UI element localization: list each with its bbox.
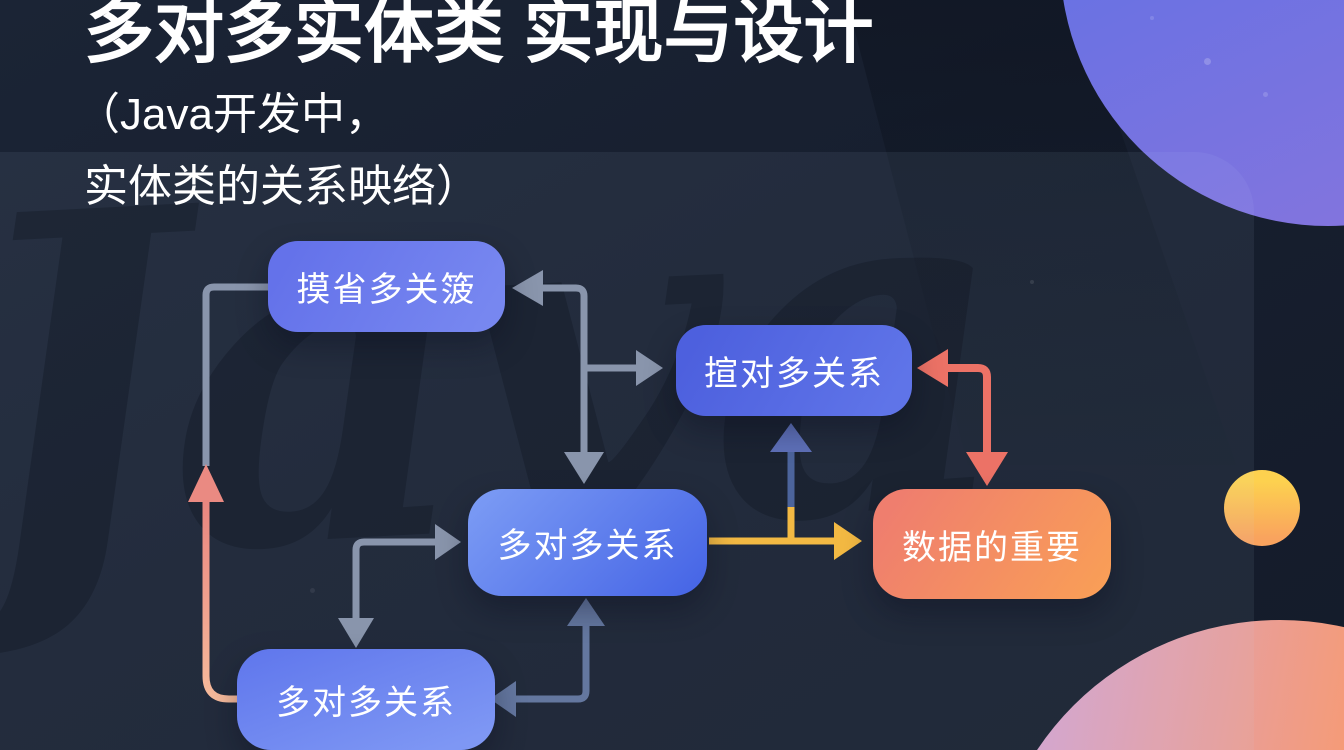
- edge-gray-center-rail: [512, 270, 663, 484]
- star-speck: [1150, 16, 1154, 20]
- edge-red-node2-node4: [917, 349, 1008, 486]
- node-label: 揎对多关系: [704, 355, 884, 393]
- node-label: 多对多关系: [497, 527, 678, 565]
- star-speck: [1263, 92, 1268, 97]
- edge-gray-rail-from-node1: [202, 283, 270, 466]
- decor-circle-yellow: [1224, 470, 1300, 546]
- star-speck: [1204, 58, 1211, 65]
- edge-gray-fork-node3-node5: [338, 524, 461, 648]
- node-label: 摸省多关箥: [296, 271, 477, 309]
- star-speck: [310, 588, 315, 593]
- subtitle-line1: （Java开发中，: [76, 90, 389, 139]
- page-title: 多对多实体类 实现与设计: [84, 0, 874, 71]
- edge-blue-junction-node2: [770, 423, 812, 507]
- star-speck: [1030, 280, 1034, 284]
- node-data-importance: 数据的重要: [873, 489, 1111, 599]
- node-label: 数据的重要: [902, 528, 1082, 567]
- edge-pink-up-left-rail: [188, 464, 240, 703]
- edge-slate-loop-node5-node3: [490, 598, 605, 717]
- node-label: 多对多关系: [276, 684, 456, 722]
- node-many-to-many-center: 多对多关系: [468, 489, 707, 596]
- node-upper-mid: 揎对多关系: [676, 325, 912, 416]
- node-top-left: 摸省多关箥: [268, 241, 505, 332]
- node-many-to-many-bottom: 多对多关系: [237, 649, 495, 750]
- subtitle-line2: 实体类的关系映络）: [84, 162, 480, 211]
- edge-yellow-node3-node4: [709, 505, 862, 560]
